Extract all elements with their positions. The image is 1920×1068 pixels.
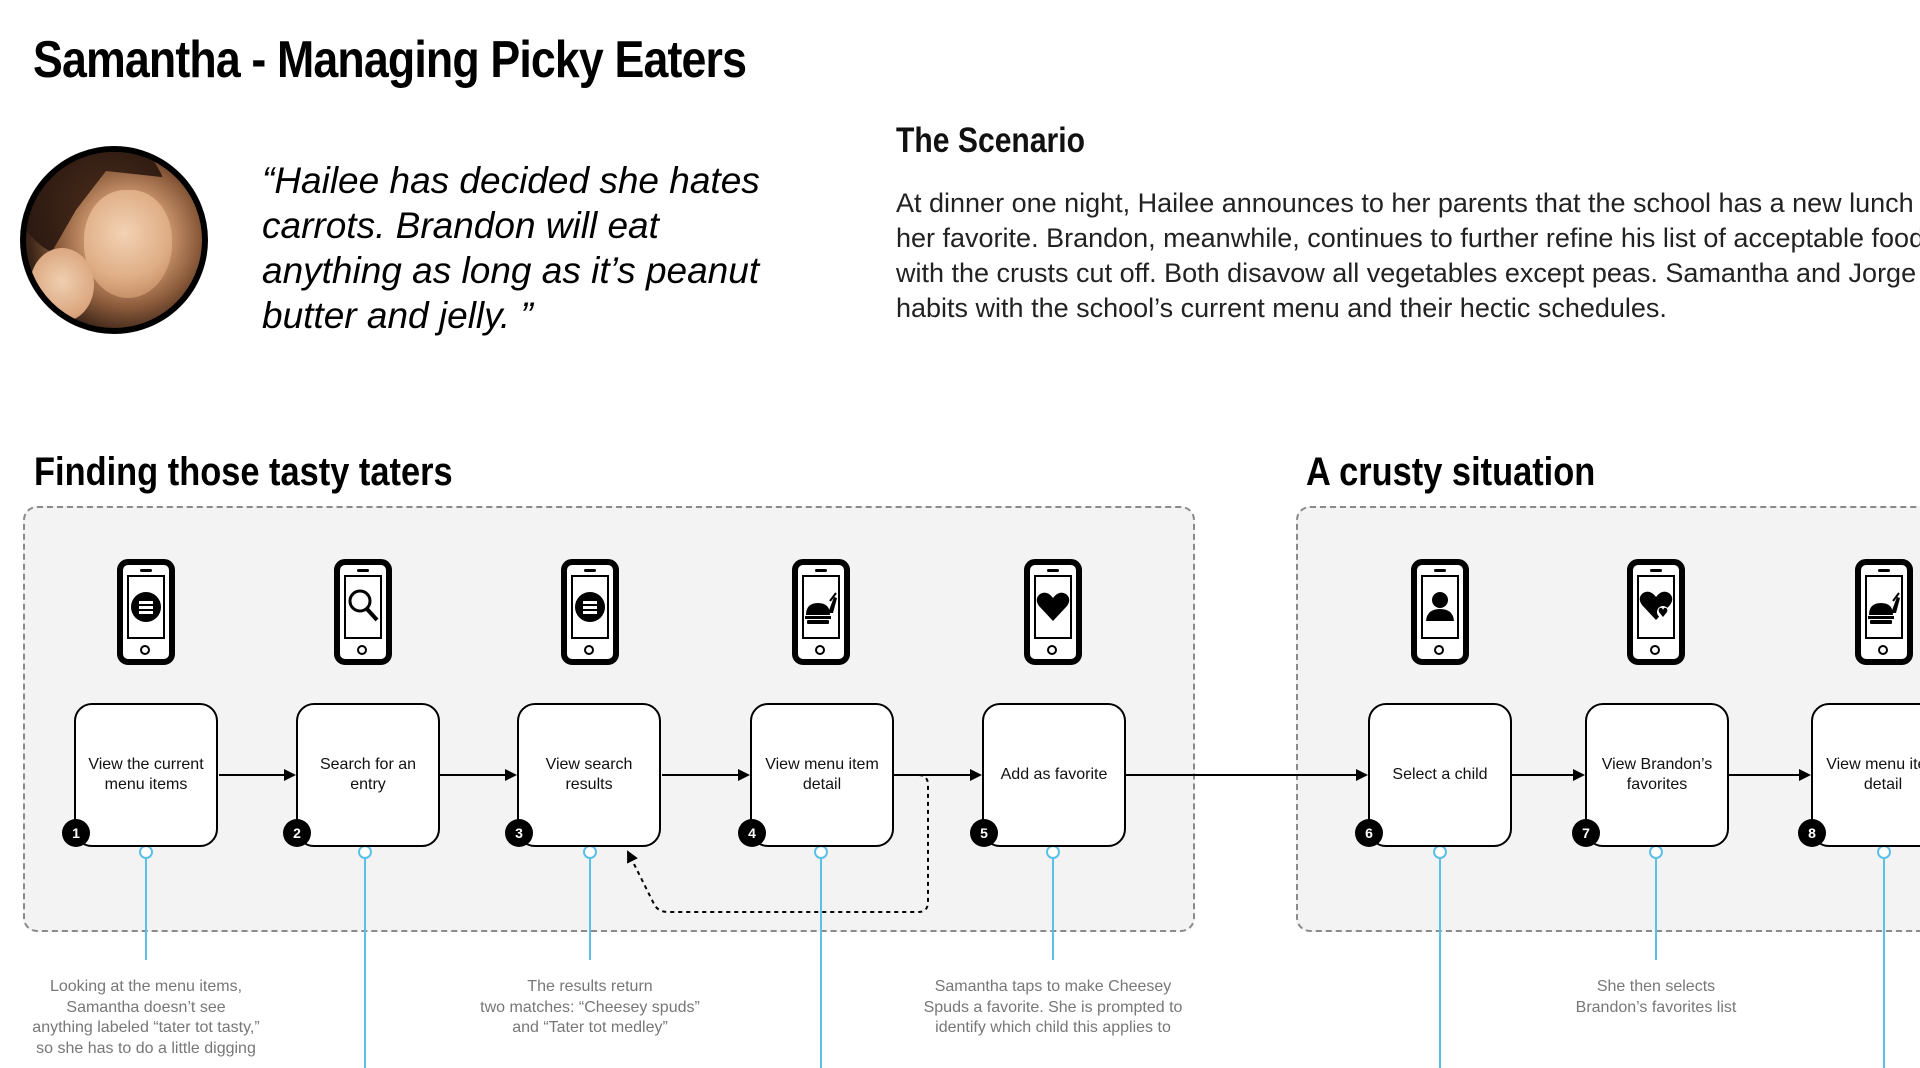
heart-icon xyxy=(1036,592,1070,621)
note-line: anything labeled “tater tot tasty,” xyxy=(32,1019,260,1036)
meal-icon xyxy=(805,592,837,624)
persona-quote: “Hailee has decided she hates carrots. B… xyxy=(262,160,760,336)
note-line: Spuds a favorite. She is prompted to xyxy=(923,998,1183,1016)
note-line: She then selects xyxy=(1596,978,1716,995)
step-box-1[interactable]: View the current menu items xyxy=(74,703,218,847)
note-line: identify which child this applies to xyxy=(935,1019,1171,1036)
scenario-line: At dinner one night, Hailee announces to… xyxy=(896,188,1914,218)
step-number-badge: 5 xyxy=(970,819,998,847)
section-heading-tasty-taters: Finding those tasty taters xyxy=(34,450,453,494)
step-number-badge: 8 xyxy=(1798,819,1826,847)
note-line: Brandon’s favorites list xyxy=(1575,998,1737,1016)
step-number-badge: 4 xyxy=(738,819,766,847)
phone-step-6 xyxy=(1411,559,1469,665)
phone-step-1 xyxy=(117,559,175,665)
phone-step-2 xyxy=(334,559,392,665)
person-icon xyxy=(1426,592,1454,621)
step-box-3[interactable]: View search results xyxy=(517,703,661,847)
note-step-3: The results return two matches: “Cheesey… xyxy=(445,977,735,1039)
scenario-heading: The Scenario xyxy=(896,121,1086,160)
page-title: Samantha - Managing Picky Eaters xyxy=(33,31,747,89)
note-line: two matches: “Cheesey spuds” xyxy=(480,998,700,1016)
note-step-5: Samantha taps to make Cheesey Spuds a fa… xyxy=(908,977,1198,1039)
step-number-badge: 7 xyxy=(1572,819,1600,847)
step-box-7[interactable]: View Brandon’s favorites xyxy=(1585,703,1729,847)
scenario-text: At dinner one night, Hailee announces to… xyxy=(896,186,1920,326)
menu-icon xyxy=(575,592,605,622)
step-number-badge: 6 xyxy=(1355,819,1383,847)
scenario-line: habits with the school’s current menu an… xyxy=(896,293,1667,323)
step-number-badge: 1 xyxy=(62,819,90,847)
meal-icon xyxy=(1868,592,1900,624)
note-line: so she has to do a little digging xyxy=(36,1039,256,1057)
favorite-heart-icon xyxy=(1639,591,1673,620)
note-step-7: She then selects Brandon’s favorites lis… xyxy=(1511,977,1801,1018)
note-line: The results return xyxy=(527,978,653,995)
step-number-badge: 3 xyxy=(505,819,533,847)
persona-avatar xyxy=(20,146,208,334)
note-line: and “Tater tot medley” xyxy=(512,1019,668,1036)
section-heading-crusty-situation: A crusty situation xyxy=(1306,450,1596,494)
step-box-2[interactable]: Search for an entry xyxy=(296,703,440,847)
phone-step-3 xyxy=(561,559,619,665)
search-icon xyxy=(348,589,379,622)
step-box-5[interactable]: Add as favorite xyxy=(982,703,1126,847)
menu-icon xyxy=(131,592,161,622)
phone-step-5 xyxy=(1024,559,1082,665)
phone-step-4 xyxy=(792,559,850,665)
step-number-badge: 2 xyxy=(283,819,311,847)
note-line: Samantha doesn’t see xyxy=(66,998,226,1016)
phone-step-7 xyxy=(1627,559,1685,665)
step-box-8[interactable]: View menu item detail xyxy=(1811,703,1920,847)
phone-step-8 xyxy=(1855,559,1913,665)
note-step-1: Looking at the menu items, Samantha does… xyxy=(1,977,291,1059)
note-line: Looking at the menu items, xyxy=(49,978,243,995)
step-box-4[interactable]: View menu item detail xyxy=(750,703,894,847)
scenario-line: with the crusts cut off. Both disavow al… xyxy=(896,258,1917,288)
step-box-6[interactable]: Select a child xyxy=(1368,703,1512,847)
scenario-line: her favorite. Brandon, meanwhile, contin… xyxy=(896,223,1920,253)
note-line: Samantha taps to make Cheesey xyxy=(934,978,1172,995)
